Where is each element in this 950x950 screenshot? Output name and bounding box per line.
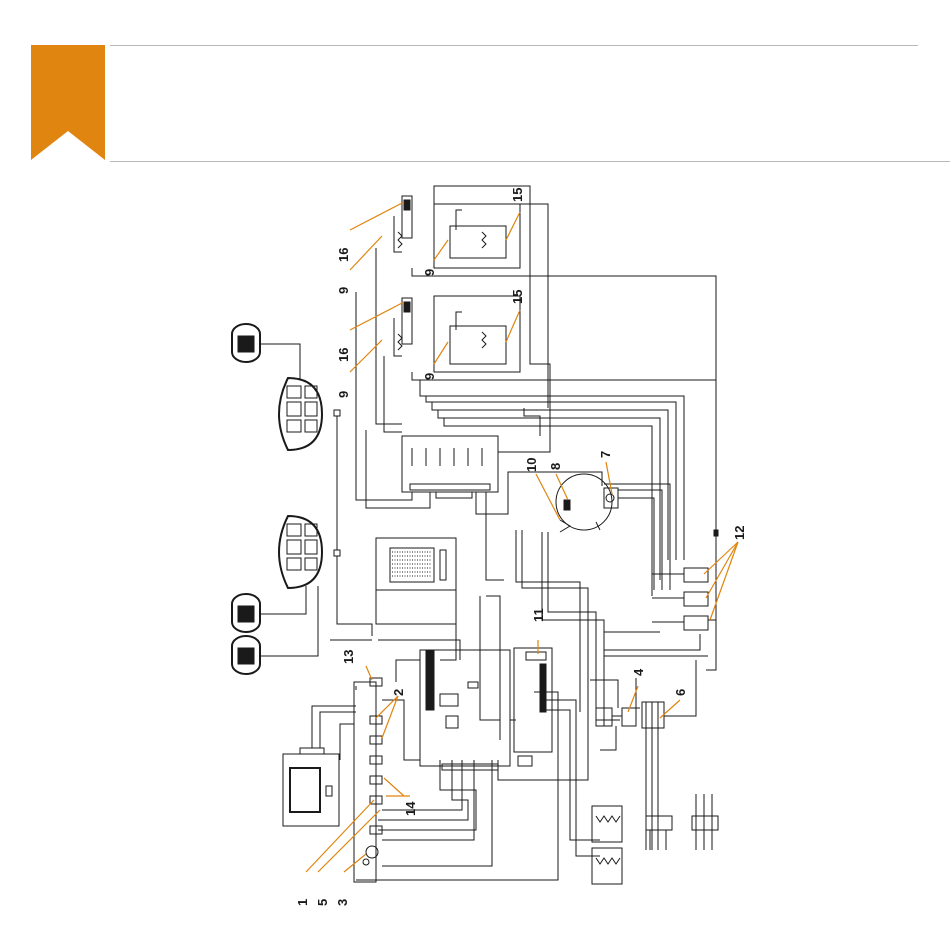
io-board	[514, 648, 552, 766]
burner-assembly	[542, 474, 670, 726]
main-board-upper	[402, 436, 498, 498]
relay-group	[604, 530, 718, 656]
callout-9-c: 9	[336, 391, 351, 398]
callout-4: 4	[631, 668, 646, 676]
callout-16-a: 16	[336, 248, 351, 262]
lamp-mid	[232, 586, 306, 632]
power-supply	[376, 538, 456, 624]
controller-board	[420, 650, 510, 770]
callout-2: 2	[391, 689, 406, 696]
callout-12: 12	[732, 526, 747, 540]
control-panel	[354, 678, 382, 882]
callout-7: 7	[598, 451, 613, 458]
terminal-blocks	[592, 794, 718, 884]
keypad-upper	[279, 378, 322, 450]
callout-9-b: 9	[422, 269, 437, 276]
callout-5: 5	[315, 899, 330, 906]
callout-16-b: 16	[336, 348, 351, 362]
callout-15-a: 15	[510, 188, 525, 202]
callout-8: 8	[548, 463, 563, 470]
callout-13: 13	[341, 650, 356, 664]
callout-11: 11	[531, 608, 546, 622]
callout-9-a: 9	[336, 287, 351, 294]
callout-labels: 1 5 3 2 14 13 11 4 6 12 10 8 7 16 9 9 15…	[295, 188, 747, 906]
keypad-lower	[279, 516, 322, 588]
callout-15-b: 15	[510, 290, 525, 304]
callout-6: 6	[673, 689, 688, 696]
lamp-bottom	[232, 586, 318, 674]
heater-module-bottom	[394, 296, 520, 372]
lamp-top	[232, 324, 300, 380]
callout-9-d: 9	[422, 373, 437, 380]
callout-14: 14	[403, 801, 418, 816]
callout-3: 3	[335, 899, 350, 906]
callout-1: 1	[295, 899, 310, 906]
component-4-6	[590, 660, 696, 850]
callout-10: 10	[524, 458, 539, 472]
